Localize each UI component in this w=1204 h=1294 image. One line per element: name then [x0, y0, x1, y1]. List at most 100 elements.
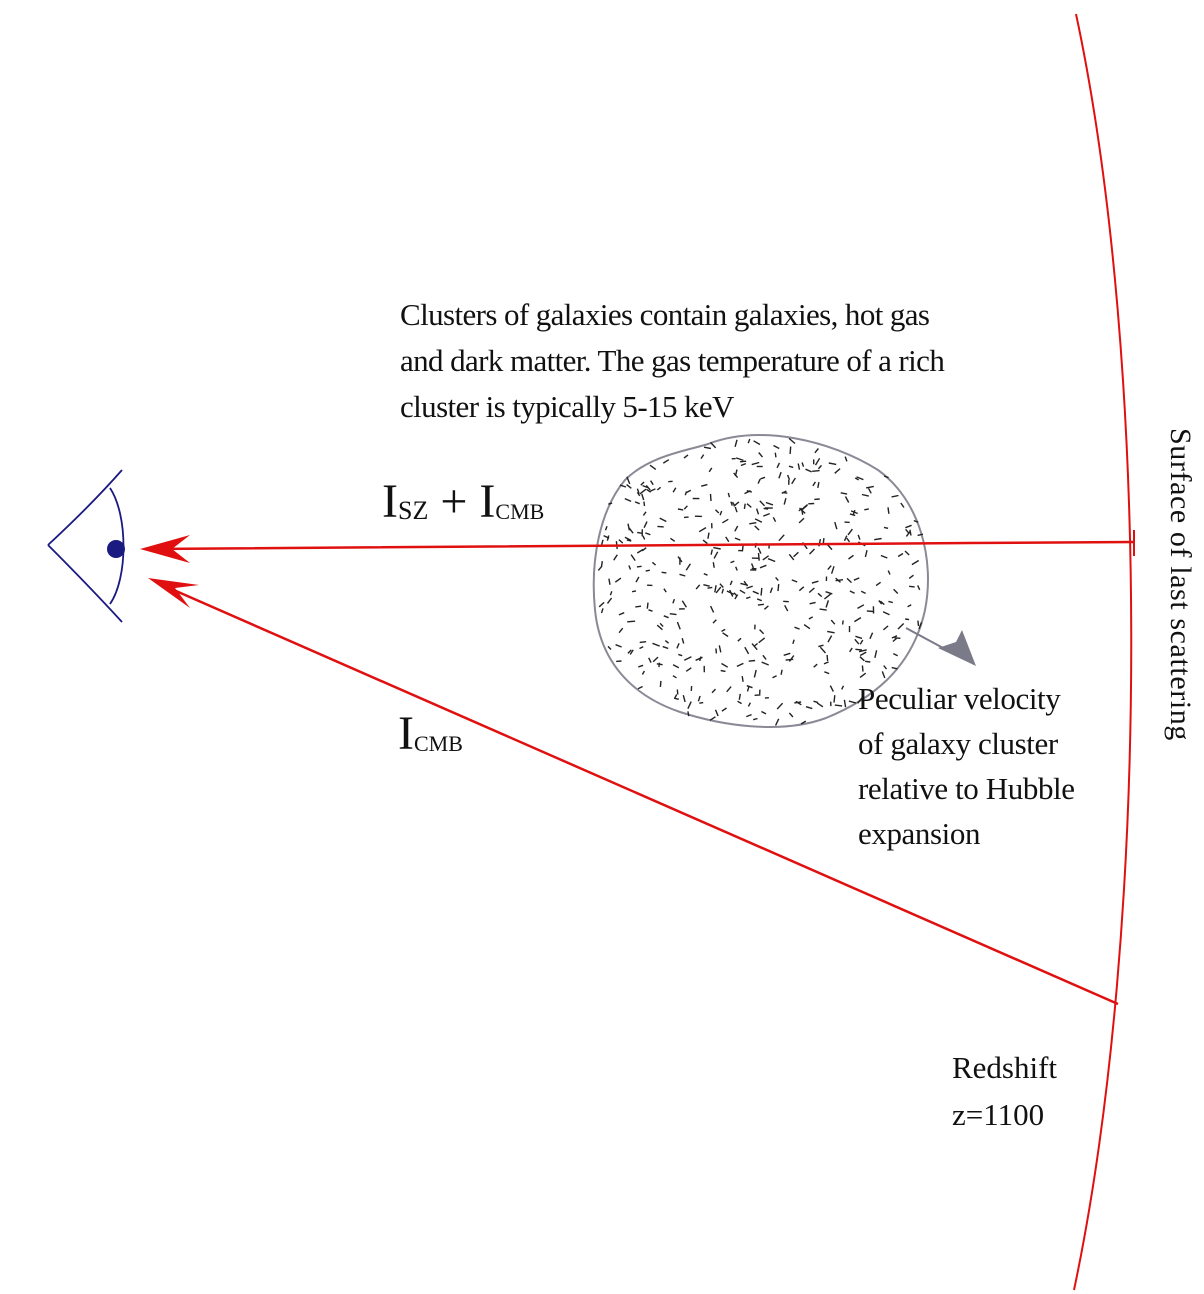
gas-dash	[904, 550, 910, 556]
gas-dash	[720, 669, 726, 673]
gas-dash	[697, 695, 701, 702]
gas-dash	[817, 464, 823, 470]
gas-dash	[726, 590, 735, 596]
gas-dash	[808, 587, 815, 594]
gas-dash	[881, 671, 886, 679]
gas-dash	[792, 639, 795, 644]
gas-dash	[748, 659, 756, 662]
direct-cmb-ray	[148, 578, 1119, 1006]
gas-dash	[636, 565, 642, 568]
gas-dash	[798, 517, 805, 524]
gas-dash	[626, 539, 632, 542]
gas-dash	[698, 527, 707, 533]
gas-dash	[794, 701, 802, 704]
gas-dash	[695, 584, 701, 590]
gas-dash	[703, 446, 712, 450]
gas-dash	[759, 500, 766, 507]
gas-dash	[854, 617, 862, 623]
gas-dash	[646, 488, 652, 493]
sz-intensity-label: ISZ + ICMB	[382, 474, 544, 538]
gas-dash	[663, 615, 669, 619]
gas-dash	[648, 657, 652, 664]
gas-dash	[777, 584, 780, 592]
gas-dash	[891, 635, 898, 639]
gas-dash	[897, 622, 905, 630]
gas-dash	[883, 475, 889, 479]
gas-dash	[709, 493, 712, 502]
gas-dash	[765, 501, 774, 506]
gas-dash	[776, 462, 781, 469]
direct-cmb-ray-line	[159, 582, 1119, 1006]
gas-dash	[642, 484, 649, 489]
gas-dash	[854, 477, 860, 481]
velocity-arrow	[905, 627, 976, 666]
gas-dash	[708, 467, 713, 473]
cmb-intensity-label: ICMB	[398, 706, 463, 770]
gas-dash	[753, 669, 757, 678]
gas-dash	[812, 481, 816, 487]
gas-dash	[607, 645, 612, 650]
redshift-line: Redshift	[952, 1050, 1058, 1085]
gas-dash	[762, 555, 770, 561]
gas-dash	[634, 501, 640, 505]
gas-dash	[830, 566, 835, 574]
gas-dash	[676, 621, 681, 630]
gas-dash	[751, 643, 758, 651]
gas-dash	[865, 660, 871, 663]
gas-dash	[757, 547, 762, 554]
gas-dash	[774, 718, 780, 726]
gas-dash	[830, 619, 836, 625]
gas-dash	[636, 492, 641, 497]
gas-dash	[801, 462, 805, 467]
gas-dash	[802, 504, 809, 509]
gas-dash	[883, 665, 888, 670]
gas-dash	[755, 508, 760, 515]
gas-dash	[676, 689, 679, 695]
gas-dash	[834, 704, 843, 707]
gas-dash	[608, 578, 611, 585]
peculiar-velocity-line: Peculiar velocity	[858, 681, 1061, 716]
gas-dash	[679, 573, 686, 577]
gas-dash	[722, 518, 729, 524]
gas-dash	[715, 648, 718, 654]
gas-dash	[834, 468, 841, 474]
gas-dash	[840, 492, 848, 495]
gas-dash	[629, 649, 634, 655]
gas-dash	[677, 508, 684, 511]
gas-dash	[734, 525, 739, 532]
gas-dash	[674, 694, 678, 699]
gas-dash	[626, 476, 631, 485]
ray-through-cluster-arrowhead	[140, 535, 190, 563]
gas-dash	[636, 488, 640, 494]
gas-dash	[905, 528, 910, 535]
gas-dash	[864, 508, 869, 511]
gas-dash	[913, 519, 919, 523]
gas-dash	[759, 629, 765, 635]
gas-dash	[849, 647, 853, 653]
gas-dash	[859, 656, 865, 662]
gas-dash	[825, 591, 833, 595]
gas-dash	[844, 496, 850, 503]
gas-dash	[773, 444, 780, 450]
gas-dash	[746, 503, 752, 508]
gas-dash	[786, 474, 791, 480]
gas-dash	[805, 706, 813, 710]
gas-dash	[600, 608, 604, 614]
gas-dash	[745, 596, 751, 600]
gas-dash	[844, 456, 848, 462]
gas-dash	[710, 442, 717, 449]
direct-cmb-ray-arrowhead	[148, 578, 199, 608]
gas-dash	[734, 537, 741, 541]
gas-dash	[855, 635, 863, 640]
gas-dash	[848, 700, 857, 704]
gas-dash	[598, 601, 605, 608]
gas-dash	[887, 507, 890, 514]
gas-dash	[846, 577, 852, 584]
gas-dash	[614, 577, 622, 583]
gas-dash	[788, 553, 795, 561]
gas-dash	[827, 565, 832, 571]
ray-through-cluster-line	[149, 540, 1135, 551]
gas-dash	[669, 613, 677, 616]
gas-dash	[758, 637, 766, 644]
gas-dash	[753, 642, 759, 647]
